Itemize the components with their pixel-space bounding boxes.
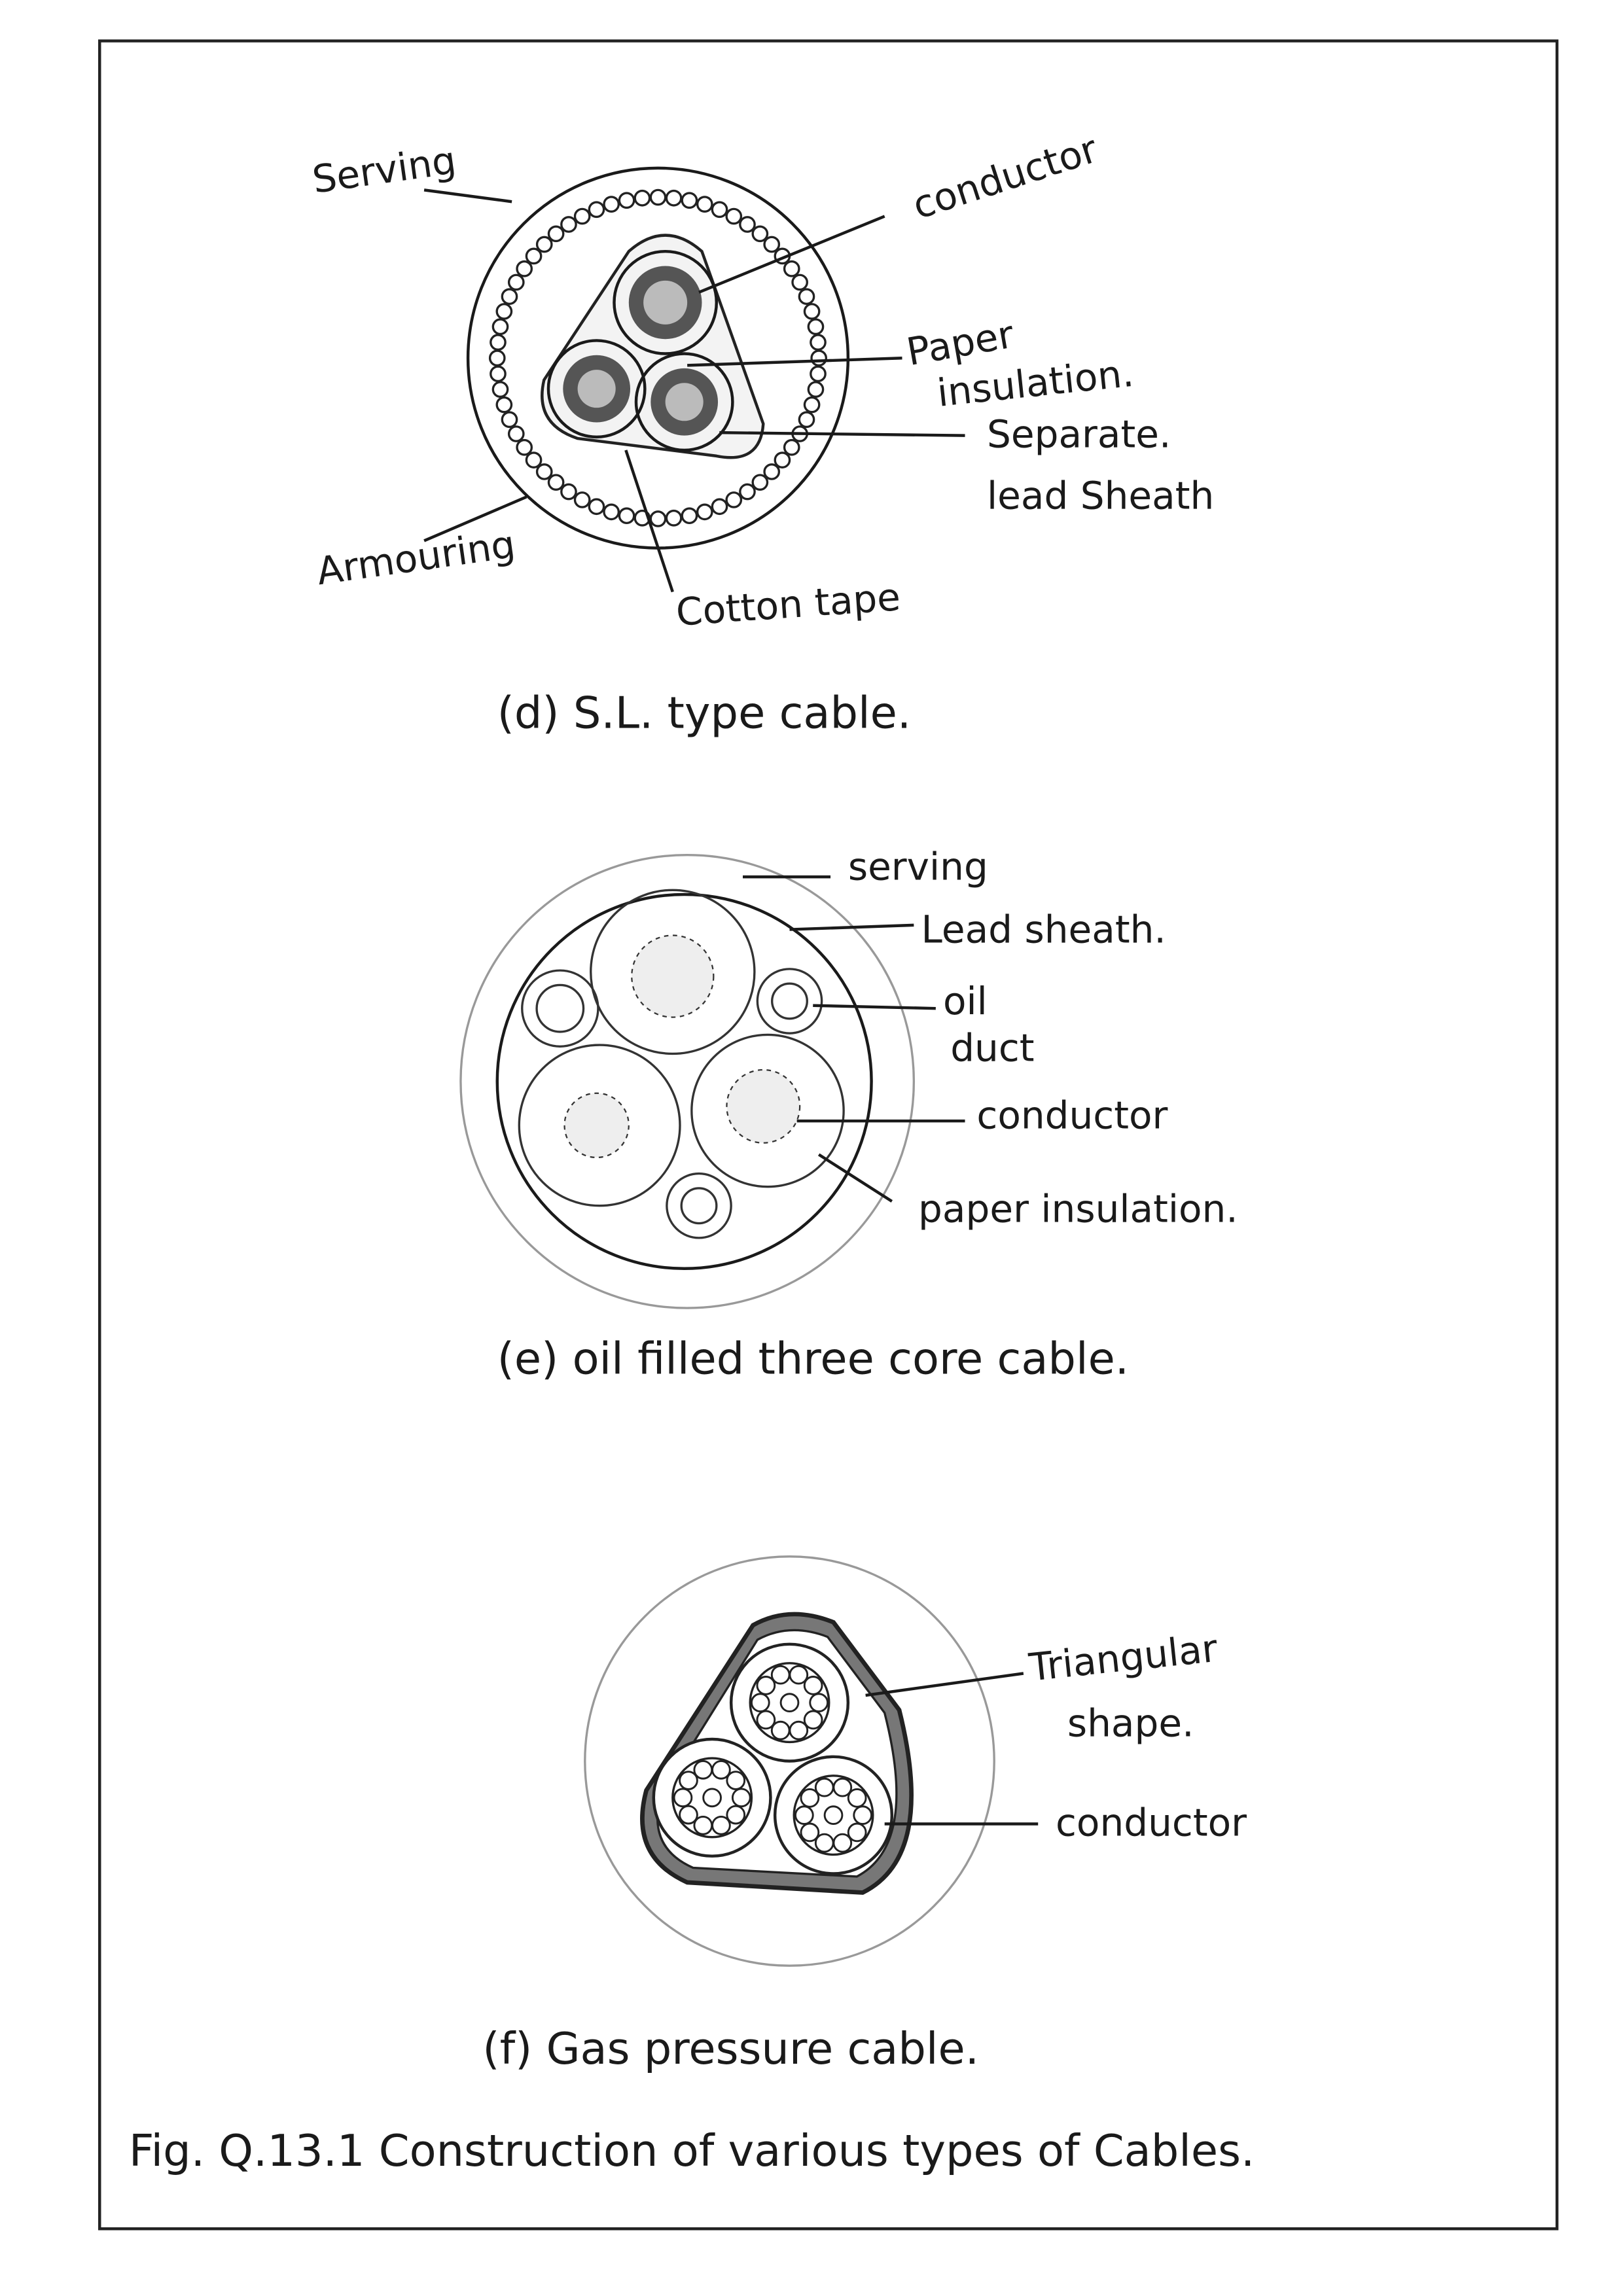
outer-ring [584,1555,995,1967]
armour-wire [696,503,713,521]
armour-wire [725,491,743,508]
figure-main-caption: Fig. Q.13.1 Construction of various type… [129,2125,1255,2176]
label-armouring: Armouring [314,522,518,594]
armour-wire [501,288,518,306]
label-separate-lead-sheath-2: lead Sheath [987,473,1214,518]
core-right [690,1033,845,1188]
conductor-core [729,1642,850,1763]
armour-wire [490,334,507,351]
armour-wire [763,463,781,480]
core-top [613,249,719,355]
armour-wire [751,225,769,243]
gas-pressure-cable-diagram: Triangular shape. conductor (f) Gas pres… [482,1555,1247,2074]
armour-wire [488,349,506,367]
armour-wire [573,207,591,225]
label-cotton-tape: Cotton tape [675,574,902,635]
label-paper-insulation: paper insulation. [918,1186,1238,1231]
armour-wire [618,192,635,209]
armour-wire [807,318,825,336]
armour-wire [516,438,533,456]
armour-wire [603,503,620,521]
armour-wire [803,396,821,414]
armour-wire [774,451,791,468]
armour-wire [810,365,827,383]
caption-d: (d) S.L. type cable. [497,687,911,738]
armour-wire [783,260,800,277]
armour-wire [535,236,553,253]
label-conductor: conductor [1056,1800,1247,1845]
armour-wire [649,188,667,206]
armour-wire [665,509,683,527]
sl-type-cable-diagram: Serving conductor Paper insulation. Sepa… [310,126,1214,738]
armour-wire [803,303,821,320]
armour-wire [783,438,800,456]
armour-wire [491,381,509,398]
armour-wire [588,498,605,516]
armour-wire [739,483,756,501]
core-left [518,1044,681,1207]
armour-wire [798,288,815,306]
armour-wire [560,216,577,233]
armour-wire [490,365,507,383]
armour-wire [516,260,533,277]
label-conductor: conductor [907,126,1103,228]
armour-wire [573,491,591,508]
armour-wire [681,507,698,525]
armour-wire [525,451,543,468]
caption-f: (f) Gas pressure cable. [482,2023,979,2074]
armour-wire [588,201,605,219]
armour-wire [535,463,553,480]
armour-wire [633,189,651,207]
label-triangular-shape-2: shape. [1067,1701,1194,1746]
armour-wire [525,247,543,265]
oil-duct-right [756,968,823,1034]
armour-wire [618,507,635,525]
label-separate-lead-sheath-1: Separate. [987,412,1171,456]
figure-frame [98,39,1559,2231]
oil-duct-bottom [666,1172,732,1239]
armour-wire [603,196,620,213]
armour-wire [649,510,667,527]
core-left [546,339,647,439]
armour-wire [495,396,513,414]
lead-sheath-ring [495,892,873,1271]
label-oil-duct-2: duct [950,1026,1034,1070]
label-oil-duct-1: oil [943,979,988,1023]
armour-wire [751,474,769,491]
armour-wire [560,483,577,501]
armour-wire [696,196,713,213]
armour-wire [763,236,781,253]
armour-wire [791,274,808,291]
caption-e: (e) oil filled three core cable. [497,1333,1129,1385]
armour-wire [547,225,565,243]
label-serving: serving [848,845,988,889]
core-right [634,352,734,452]
armour-wire [739,216,756,233]
armour-wire [507,425,525,442]
conductor-core [652,1737,772,1858]
label-triangular-shape-1: Triangular [1026,1626,1219,1690]
oil-filled-cable-diagram: serving Lead sheath. oil duct conductor … [459,845,1238,1385]
oil-duct-left [521,969,599,1048]
armour-wire [807,381,825,398]
armour-wire [681,192,698,209]
armour-wire [711,498,728,516]
armour-wire [507,274,525,291]
armour-wire [491,318,509,336]
label-lead-sheath: Lead sheath. [921,908,1166,952]
armouring-ring [488,188,828,527]
armour-wire [665,189,683,207]
armour-wire [725,207,743,225]
armour-wire [711,201,728,219]
armour-wire [501,411,518,429]
serving-ring [459,853,916,1309]
armour-wire [798,411,815,429]
core-top [590,889,756,1055]
conductor-core [773,1755,894,1875]
armour-wire [810,334,827,351]
armour-wire [810,349,828,367]
armour-wire [495,303,513,320]
label-conductor: conductor [976,1093,1168,1137]
armour-wire [547,474,565,491]
